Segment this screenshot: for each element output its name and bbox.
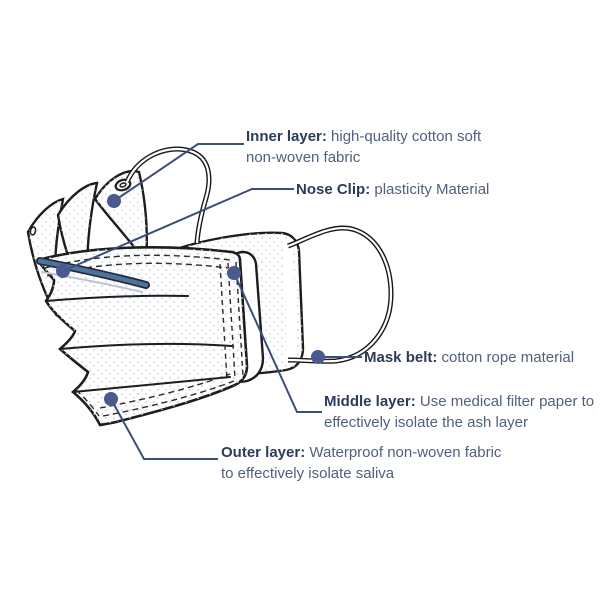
label-outer-layer-sep: :	[300, 444, 306, 461]
label-nose-clip-term: Nose Clip	[296, 181, 366, 198]
callout-dot-inner-layer	[107, 194, 121, 208]
outer-layer-panel	[36, 246, 249, 427]
callout-dots	[56, 194, 325, 406]
callout-dot-mask-belt	[311, 350, 325, 364]
label-nose-clip-sep: :	[365, 181, 371, 198]
label-middle-layer: Middle layer: Use medical filter paper t…	[324, 391, 596, 433]
label-mask-belt: Mask belt: cotton rope material	[364, 347, 574, 368]
label-outer-layer-desc: Waterproof non-woven fabric to effective…	[221, 444, 502, 482]
label-middle-layer-term: Middle layer	[324, 393, 411, 410]
label-nose-clip-desc: plasticity Material	[370, 181, 490, 198]
leader-line-inner-layer	[113, 143, 244, 202]
label-nose-clip: Nose Clip: plasticity Material	[296, 179, 489, 200]
leader-lines	[62, 143, 362, 460]
pleat-lines	[45, 294, 233, 393]
label-outer-layer: Outer layer: Waterproof non-woven fabric…	[221, 442, 513, 484]
label-inner-layer: Inner layer: high-quality cotton soft no…	[246, 126, 502, 168]
label-outer-layer-term: Outer layer	[221, 444, 301, 461]
leader-line-middle-layer	[233, 272, 322, 413]
callout-dot-middle-layer	[227, 266, 241, 280]
label-mask-belt-desc: cotton rope material	[437, 349, 575, 366]
label-inner-layer-sep: :	[321, 128, 327, 145]
label-mask-belt-term: Mask belt	[364, 349, 433, 366]
ear-loop-left	[124, 146, 212, 244]
grommet-icon	[114, 178, 132, 192]
label-inner-layer-term: Inner layer	[246, 128, 322, 145]
label-middle-layer-sep: :	[410, 393, 416, 410]
leader-line-outer-layer	[110, 398, 218, 460]
grommet-small-icon	[29, 226, 37, 236]
label-middle-layer-desc: Use medical filter paper to effectively …	[324, 393, 595, 431]
ear-loop-right	[287, 225, 394, 364]
label-mask-belt-sep: :	[432, 349, 438, 366]
callout-dot-outer-layer	[104, 392, 118, 406]
leader-line-nose-clip	[62, 188, 294, 272]
label-inner-layer-desc: high-quality cotton soft non-woven fabri…	[246, 128, 482, 166]
callout-dot-nose-clip	[56, 264, 70, 278]
nose-clip-strip	[36, 257, 150, 293]
